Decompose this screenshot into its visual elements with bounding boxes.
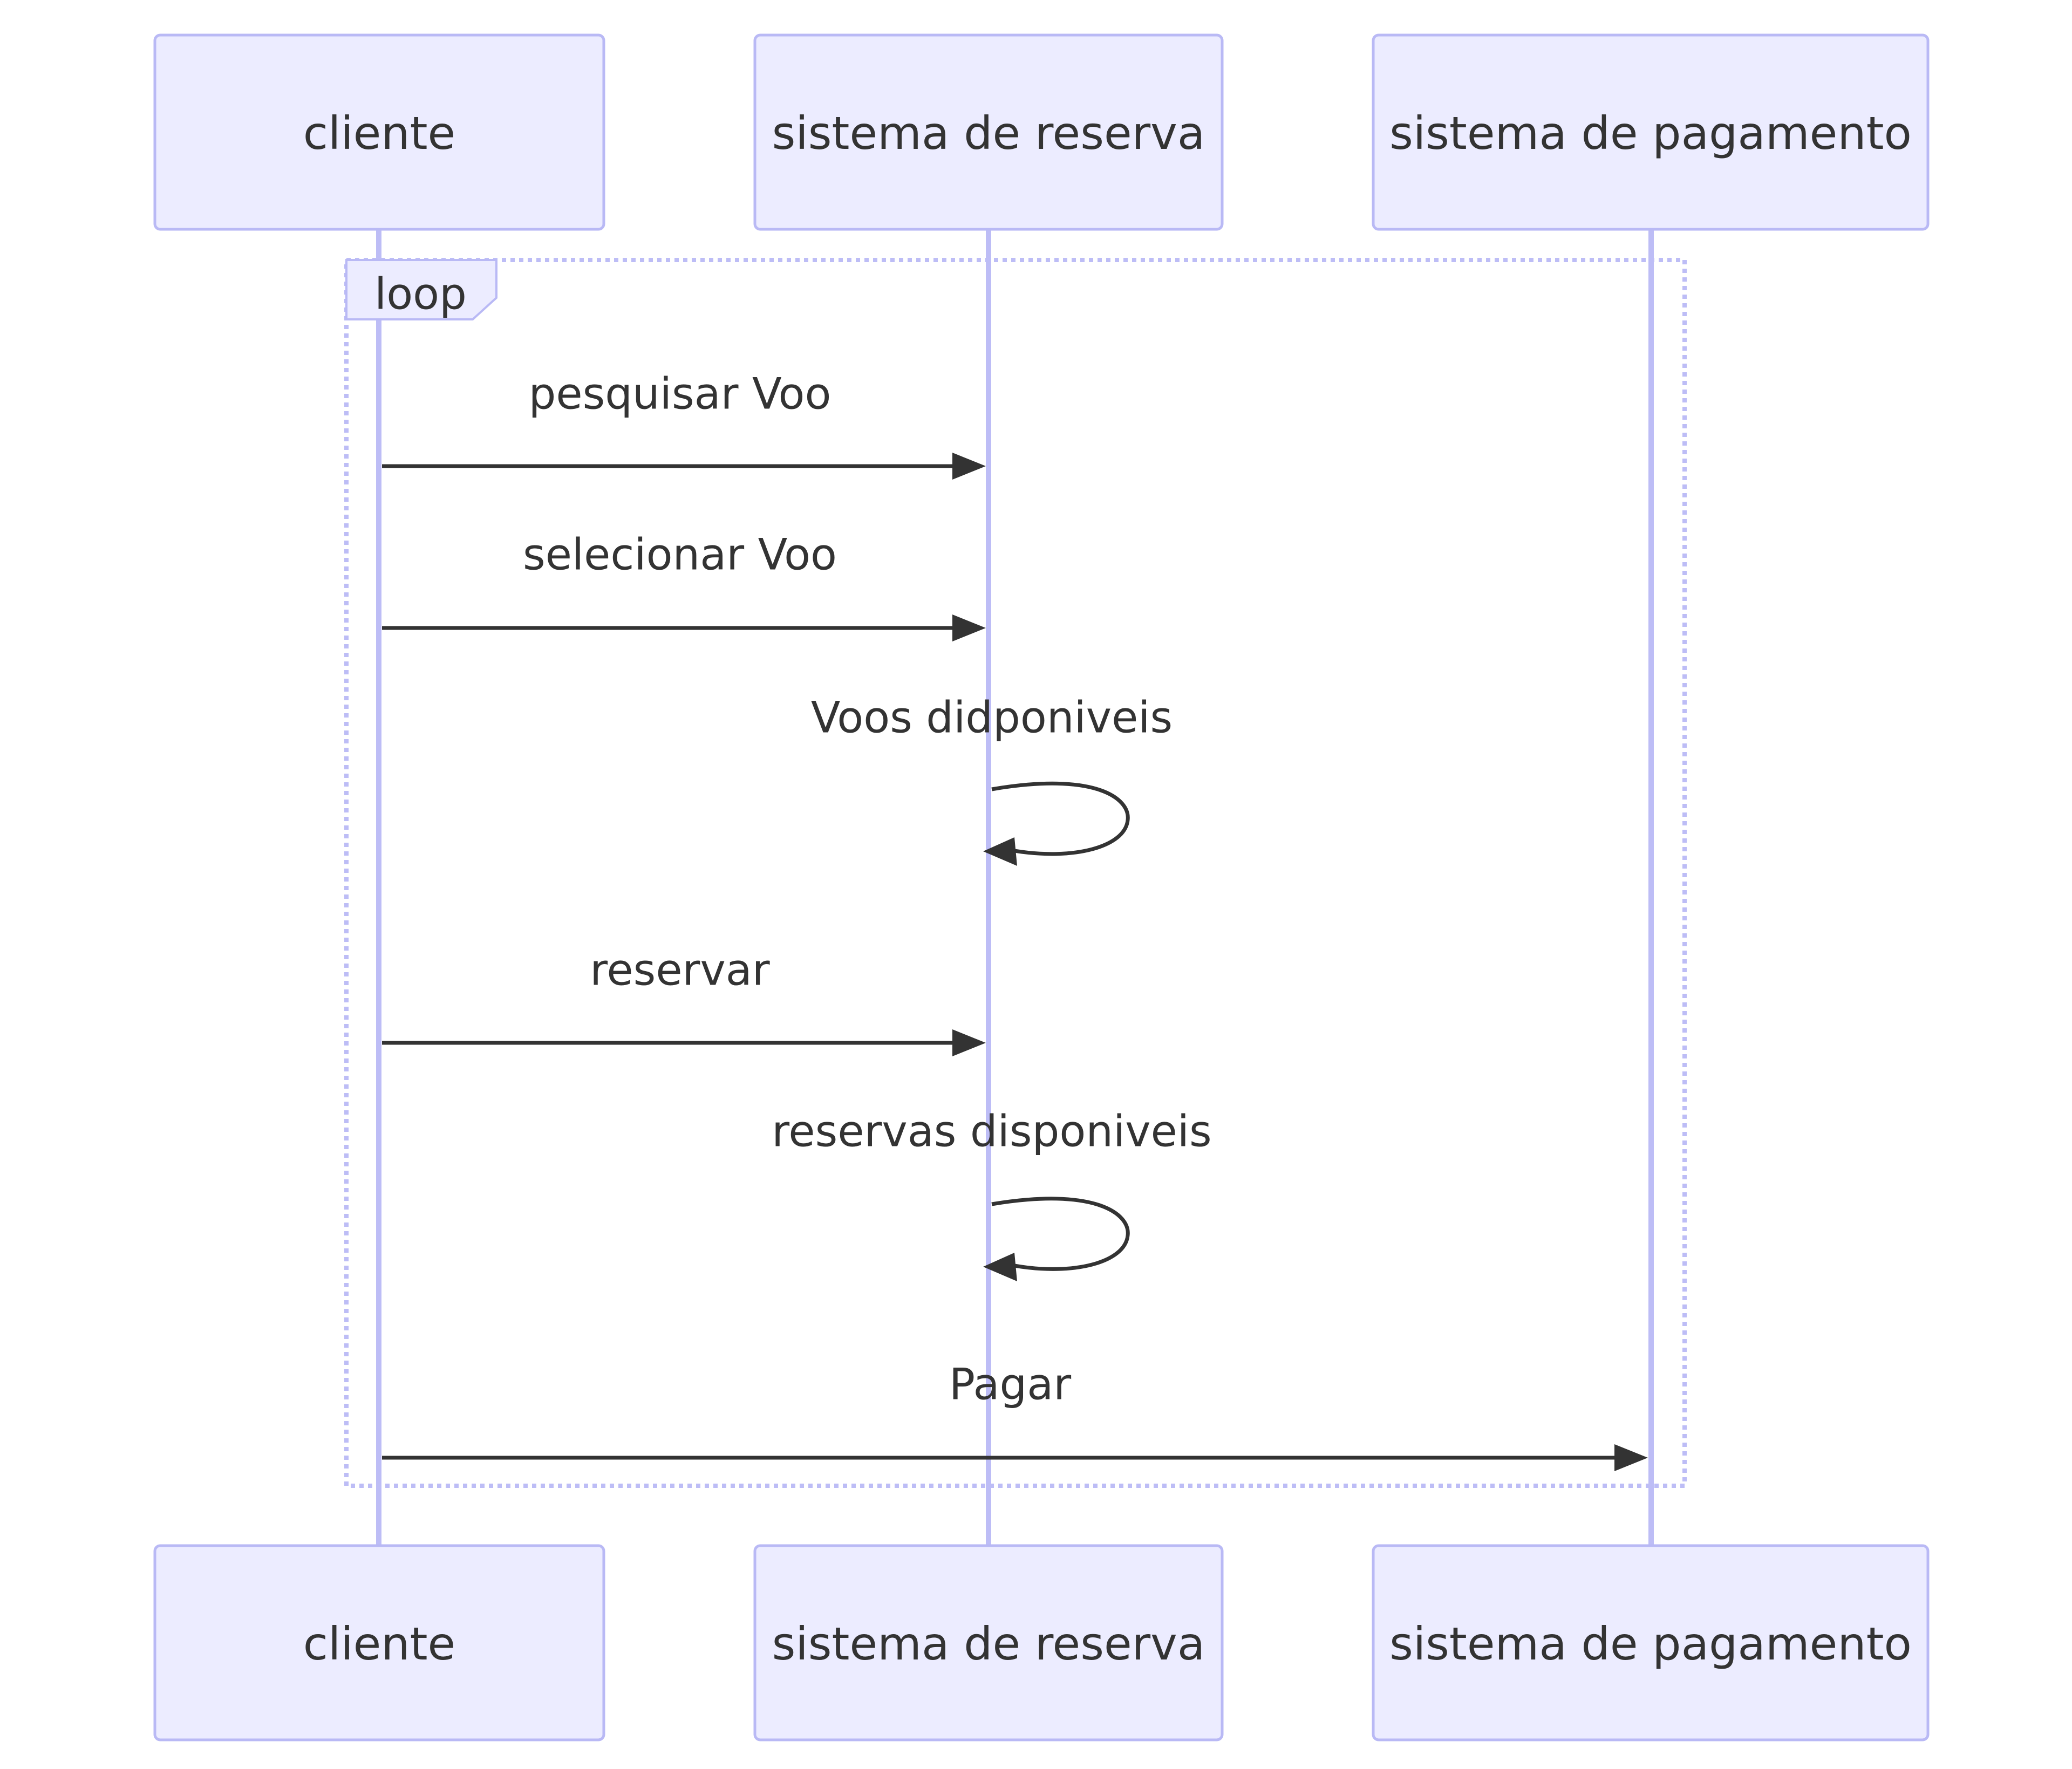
actor-bottom-cliente: cliente: [153, 1544, 605, 1741]
actor-top-sistema-de-pagamento: sistema de pagamento: [1372, 33, 1930, 231]
arrowhead-icon: [952, 453, 986, 480]
message-reservar: reservar: [382, 945, 986, 1056]
actor-label: sistema de reserva: [772, 107, 1205, 160]
arrowhead-icon: [952, 614, 986, 641]
message-label: Voos didponiveis: [811, 693, 1173, 743]
message-voos-didponiveis: Voos didponiveis: [811, 693, 1173, 866]
loop-tab: [345, 259, 497, 320]
actor-label: sistema de reserva: [772, 1617, 1205, 1670]
message-label: reservar: [590, 945, 770, 995]
message-pesquisar-voo: pesquisar Voo: [382, 369, 986, 480]
arrowhead-icon: [952, 1029, 986, 1056]
message-selecionar-voo: selecionar Voo: [382, 530, 986, 641]
arrowhead-icon: [983, 1253, 1017, 1281]
actor-bottom-sistema-de-pagamento: sistema de pagamento: [1372, 1544, 1930, 1741]
actor-top-cliente: cliente: [153, 33, 605, 231]
actor-label: cliente: [303, 1617, 455, 1670]
message-label: Pagar: [949, 1360, 1071, 1410]
message-label: reservas disponiveis: [772, 1107, 1211, 1157]
actor-label: cliente: [303, 107, 455, 160]
message-reservas-disponiveis: reservas disponiveis: [772, 1107, 1212, 1281]
message-label: pesquisar Voo: [529, 369, 831, 419]
actor-label: sistema de pagamento: [1389, 107, 1912, 160]
loop-frame: loop: [344, 258, 1687, 1488]
message-pagar: Pagar: [382, 1360, 1648, 1471]
arrowhead-icon: [1614, 1444, 1648, 1471]
actor-label: sistema de pagamento: [1389, 1617, 1912, 1670]
actor-bottom-sistema-de-reserva: sistema de reserva: [753, 1544, 1224, 1741]
message-label: selecionar Voo: [523, 530, 837, 580]
arrowhead-icon: [983, 837, 1017, 866]
loop-border: [344, 258, 1687, 1488]
self-message-loop: [991, 781, 1130, 856]
self-message-loop: [991, 1197, 1130, 1271]
loop-label: loop: [374, 269, 467, 319]
actor-top-sistema-de-reserva: sistema de reserva: [753, 33, 1224, 231]
